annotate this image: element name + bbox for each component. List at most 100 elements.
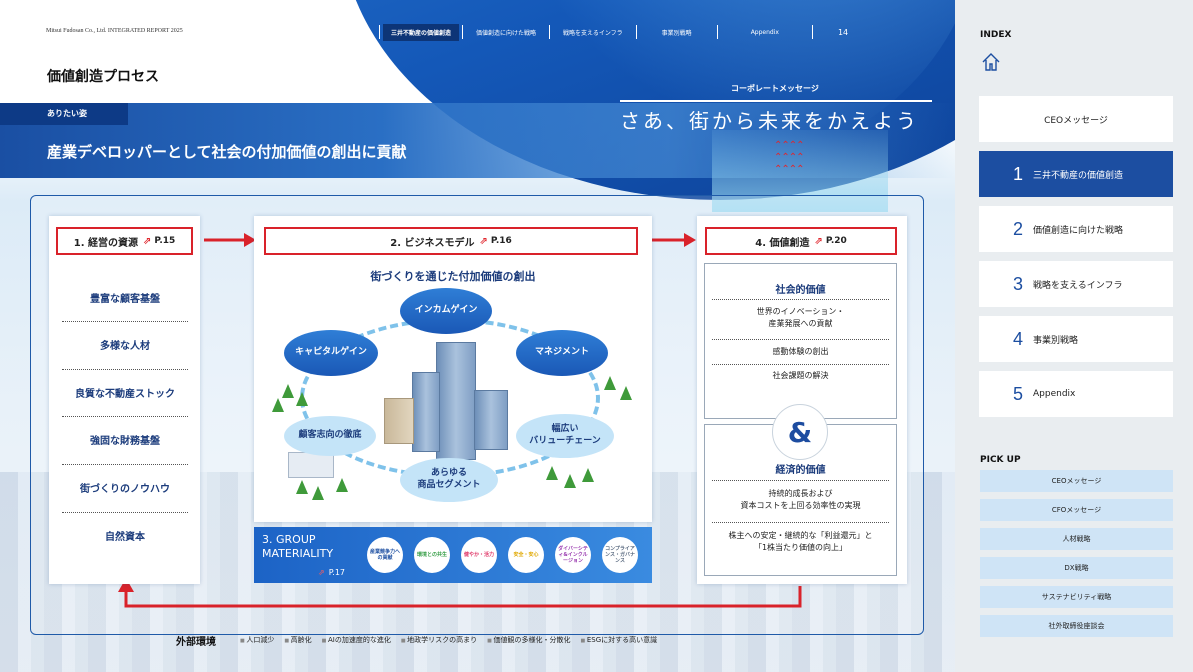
economic-value-line: 株主への安定・継続的な「利益還元」と [728,531,873,540]
social-value-heading: 社会的価値 [775,285,826,296]
divider [712,299,889,300]
sidebar-item-infrastructure[interactable]: 3 戦略を支えるインフラ [979,261,1173,307]
materiality-item: 健やか・活力 [461,537,497,573]
office-building [474,390,508,450]
residential-building [384,398,414,444]
pickup-item-ceo[interactable]: CEOメッセージ [980,470,1173,492]
nav-separator [549,25,551,39]
income-gain-bubble: インカムゲイン [400,288,492,334]
sidebar-item-number: 4 [1013,328,1024,349]
resources-title-box[interactable]: 1. 経営の資源 ⇗ P.15 [56,227,193,255]
top-navigation: 三井不動産の価値創造 価値創造に向けた戦略 戦略を支えるインフラ 事業別戦略 A… [376,23,849,41]
corporate-message-rule [620,100,932,102]
page-number: 14 [837,27,849,37]
product-segment-label-1: あらゆる [430,468,467,479]
main-page: Mitsui Fudosan Co., Ltd. INTEGRATED REPO… [0,0,955,672]
materiality-title-line1: 3. GROUP [262,533,316,546]
external-link-icon: ⇗ [318,568,325,577]
economic-value-heading: 経済的価値 [775,465,826,476]
management-label: マネジメント [534,347,589,358]
company-report-name: Mitsui Fudosan Co., Ltd. INTEGRATED REPO… [46,28,183,34]
value-page: P.20 [825,236,847,246]
business-title: 2. ビジネスモデル [390,237,475,249]
arrow-head-1 [244,233,256,247]
pickup-item-hr[interactable]: 人材戦略 [980,528,1173,550]
topnav-item-infrastructure[interactable]: 戦略を支えるインフラ [563,29,623,37]
divider [62,464,188,465]
customer-oriented-bubble: 顧客志向の徹底 [284,416,376,456]
sidebar-item-strategy[interactable]: 2 価値創造に向けた戦略 [979,206,1173,252]
divider [62,512,188,513]
sidebar-item-ceo-message[interactable]: CEOメッセージ [979,96,1173,142]
chevron-up-icon: ⌃⌃⌃⌃ [774,152,804,163]
topnav-item-business[interactable]: 事業別戦略 [661,29,692,37]
product-segment-label-2: 商品セグメント [417,480,481,490]
sidebar-item-label: 価値創造に向けた戦略 [1033,225,1124,236]
pickup-item-cfo[interactable]: CFOメッセージ [980,499,1173,521]
environment-item: 高齢化 [284,635,312,645]
sidebar-item-appendix[interactable]: 5 Appendix [979,371,1173,417]
economic-value-line: 「1株当たり価値の向上」 [753,543,848,552]
materiality-page-link[interactable]: ⇗P.17 [318,568,345,577]
materiality-item: 産業競争力への貢献 [367,537,403,573]
nav-separator [379,25,380,39]
resource-item: 良質な不動産ストック [75,389,175,400]
tree-icon [296,392,308,406]
materiality-title: 3. GROUP MATERIALITY [262,533,333,561]
divider [712,364,889,365]
social-value-item: 感動体験の創出 [772,347,829,356]
management-bubble: マネジメント [516,330,608,376]
divider [62,369,188,370]
sidebar-item-number: 5 [1013,383,1024,404]
sidebar-item-number: 2 [1013,218,1024,239]
materiality-item: 安全・安心 [508,537,544,573]
topnav-item-value-creation[interactable]: 三井不動産の価値創造 [383,23,460,41]
divider [712,339,889,340]
pickup-item-dx[interactable]: DX戦略 [980,557,1173,579]
tree-icon [336,478,348,492]
tree-icon [282,384,294,398]
nav-separator [716,25,718,39]
divider [62,321,188,322]
value-chain-label-1: 幅広い [551,424,579,435]
tree-icon [582,468,594,482]
external-link-icon: ⇗ [479,235,488,247]
sidebar-item-label: 戦略を支えるインフラ [1033,280,1123,291]
resource-item: 強固な財務基盤 [90,436,160,447]
divider [62,416,188,417]
environment-item: AIの加速度的な進化 [322,635,391,645]
value-chain-bubble: 幅広い バリューチェーン [516,414,614,458]
nav-separator [811,25,813,39]
environment-item: 価値観の多様化・分散化 [487,635,571,645]
value-title-box[interactable]: 4. 価値創造 ⇗ P.20 [705,227,897,255]
sidebar-item-number: 3 [1013,273,1024,294]
value-chain-label-2: バリューチェーン [529,436,601,446]
materiality-item: ダイバーシティ&インクルージョン [555,537,591,573]
social-value-item: 世界のイノベーション・ 産業発展への貢献 [704,306,897,330]
materiality-title-line2: MATERIALITY [262,546,334,560]
tree-icon [604,376,616,390]
environment-item: ESGに対する高い意識 [581,635,657,645]
sidebar-item-business[interactable]: 4 事業別戦略 [979,316,1173,362]
economic-value-item: 持続的成長および 資本コストを上回る効率性の実現 [704,488,897,512]
sidebar-item-value-creation[interactable]: 1 三井不動産の価値創造 [979,151,1173,197]
business-subtitle: 街づくりを通じた付加価値の創出 [370,270,536,283]
topnav-item-appendix[interactable]: Appendix [750,28,779,36]
chevron-up-icon: ⌃⌃⌃⌃ [774,140,804,151]
ampersand-icon: & [772,404,828,460]
business-title-box[interactable]: 2. ビジネスモデル ⇗ P.16 [264,227,638,255]
home-icon[interactable] [980,51,1002,73]
arrow-head-2 [684,233,696,247]
topnav-item-strategy[interactable]: 価値創造に向けた戦略 [476,29,537,37]
business-page: P.16 [490,236,512,246]
external-link-icon: ⇗ [142,235,152,247]
materiality-page: P.17 [328,568,346,577]
divider [712,480,889,481]
pickup-item-directors[interactable]: 社外取締役座談会 [980,615,1173,637]
sidebar-item-label: 事業別戦略 [1033,335,1079,346]
economic-value-line: 持続的成長および [768,489,833,498]
office-building [412,372,440,452]
pickup-item-sustainability[interactable]: サステナビリティ戦略 [980,586,1173,608]
sidebar-item-label: 三井不動産の価値創造 [1033,170,1124,181]
chevron-up-icon: ⌃⌃⌃⌃ [774,164,804,175]
